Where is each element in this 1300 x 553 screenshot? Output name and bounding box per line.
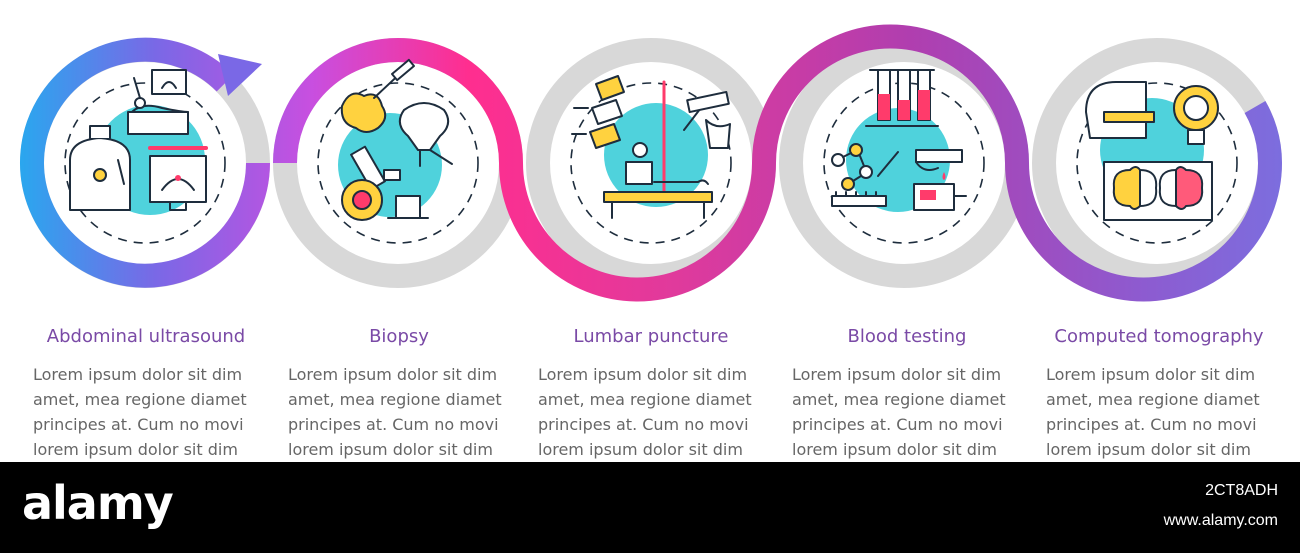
watermark-logo: alamy [22,476,174,530]
dashed-circle-2 [317,82,479,244]
step-4-description: Lorem ipsum dolor sit dim amet, mea regi… [792,365,1006,459]
watermark-image-id: 2CT8ADH [1205,482,1278,499]
step-4-title: Blood testing [847,326,967,347]
wave-band [20,24,1283,302]
step-5-title: Computed tomography [1054,326,1264,347]
wave-arc-3 [499,162,776,302]
ultrasound-icon [69,69,208,215]
step-3-title: Lumbar puncture [573,326,729,347]
step-3-description: Lorem ipsum dolor sit dim amet, mea regi… [538,365,752,459]
step-1-description: Lorem ipsum dolor sit dim amet, mea regi… [33,365,247,459]
dashed-circle-5 [1076,82,1238,244]
ct-scanner-icon [1085,81,1219,221]
wave-arc-2 [273,38,523,164]
step-2-title: Biopsy [369,326,429,347]
watermark-banner [0,462,1300,553]
wave-arc-4 [752,24,1029,164]
lumbar-puncture-icon [571,75,731,219]
step-1-title: Abdominal ultrasound [46,326,246,347]
wave-arc-1 [20,37,270,288]
step-5-description: Lorem ipsum dolor sit dim amet, mea regi… [1046,365,1260,459]
wave-arc-5 [1005,101,1283,302]
step-2-description: Lorem ipsum dolor sit dim amet, mea regi… [288,365,502,459]
blood-test-icon [831,69,967,212]
dashed-circle-1 [64,82,226,244]
biopsy-icon [338,58,453,221]
wave-arrow-head [218,54,262,96]
dashed-circle-3 [570,82,732,244]
infographic-diagram [20,24,1283,302]
watermark-site: www.alamy.com [1163,512,1278,529]
